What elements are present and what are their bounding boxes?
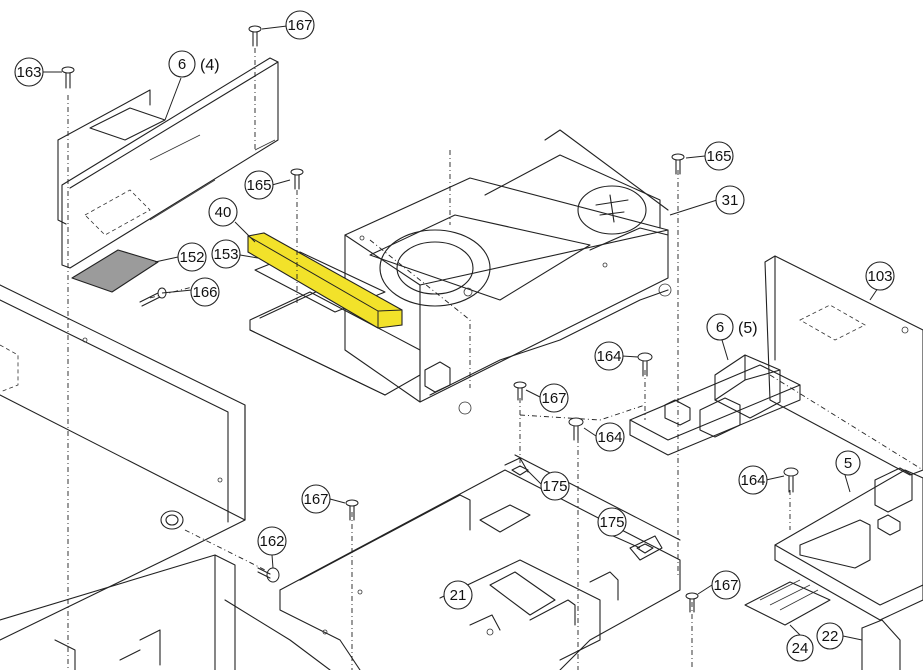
callout-5-label: 5	[844, 455, 852, 472]
callout-6-5: 6 (5)	[706, 313, 758, 341]
callout-162-label: 162	[259, 533, 284, 550]
callout-6-5-suffix: (5)	[738, 320, 758, 337]
callout-152: 152	[177, 242, 207, 272]
callout-165-left-label: 165	[246, 177, 271, 194]
callout-21-label: 21	[450, 587, 467, 604]
callout-167-top-label: 167	[287, 17, 312, 34]
callout-103: 103	[865, 261, 895, 291]
callout-153-label: 153	[213, 246, 238, 263]
board-6-4	[57, 57, 279, 269]
callout-165-right: 165	[704, 141, 734, 171]
screw-167-top	[248, 25, 262, 47]
highlighted-part-40	[247, 232, 403, 329]
callout-165-right-label: 165	[706, 148, 731, 165]
callout-166: 166	[190, 277, 220, 307]
screw-165-right	[671, 153, 685, 175]
callout-164-c: 164	[738, 465, 768, 495]
callout-175-b: 175	[597, 507, 627, 537]
callout-24: 24	[786, 634, 814, 662]
screws	[61, 25, 799, 613]
callout-40-label: 40	[215, 204, 232, 221]
callout-163: 163	[14, 57, 44, 87]
spacer-175-a	[511, 465, 529, 476]
callout-6-5-label: 6	[716, 319, 724, 336]
screw-167-low	[345, 499, 359, 521]
leader-lines	[43, 25, 879, 641]
screw-164-c	[783, 467, 799, 493]
callout-164-b: 164	[595, 422, 625, 452]
callout-6-4-suffix: (4)	[200, 57, 220, 74]
screw-164-b	[568, 417, 584, 441]
callout-164-a-label: 164	[596, 348, 621, 365]
callout-31: 31	[715, 185, 745, 215]
callout-167-low-label: 167	[303, 491, 328, 508]
callout-167-mid: 167	[539, 383, 569, 413]
callout-31-label: 31	[722, 192, 739, 209]
bottom-frame	[0, 554, 331, 670]
callout-162: 162	[257, 526, 287, 556]
screw-164-a	[637, 352, 653, 377]
callout-22-label: 22	[822, 628, 839, 645]
callout-175-a: 175	[540, 471, 570, 501]
callout-164-c-label: 164	[740, 472, 765, 489]
callout-167-br: 167	[711, 570, 741, 600]
sheet-152	[71, 249, 159, 293]
chassis-top-cover	[0, 284, 246, 641]
callout-152-label: 152	[179, 249, 204, 266]
callout-6-4: 6 (4)	[168, 50, 220, 78]
flat-cables	[744, 579, 901, 670]
spacer-175-b	[636, 543, 654, 554]
callout-167-br-label: 167	[713, 577, 738, 594]
callout-153: 153	[211, 239, 241, 269]
screw-162	[257, 567, 280, 583]
callout-167-mid-label: 167	[541, 390, 566, 407]
callout-166-label: 166	[192, 284, 217, 301]
screw-167-br	[685, 592, 699, 613]
callout-40: 40	[208, 197, 238, 227]
bracket-103	[764, 255, 923, 476]
screw-165-left	[290, 168, 304, 190]
callout-164-a: 164	[594, 341, 624, 371]
callout-103-label: 103	[867, 268, 892, 285]
callout-164-b-label: 164	[597, 429, 622, 446]
board-5	[774, 467, 923, 621]
assembly-guide-lines	[67, 48, 923, 670]
callout-175-b-label: 175	[599, 514, 624, 531]
callout-163-label: 163	[16, 64, 41, 81]
screw-163	[61, 66, 75, 89]
callout-6-label: 6	[178, 56, 186, 73]
callout-165-left: 165	[244, 170, 274, 200]
board-6-5	[629, 354, 801, 456]
bottom-chassis	[279, 454, 681, 670]
callout-24-label: 24	[792, 640, 809, 657]
screw-167-mid	[513, 381, 527, 401]
drive-unit-31	[344, 129, 672, 415]
callout-5: 5	[835, 450, 861, 476]
callout-175-a-label: 175	[542, 478, 567, 495]
callout-167-low: 167	[301, 484, 331, 514]
callout-21: 21	[443, 580, 473, 610]
callout-22: 22	[816, 622, 844, 650]
callout-167-top: 167	[285, 10, 315, 40]
